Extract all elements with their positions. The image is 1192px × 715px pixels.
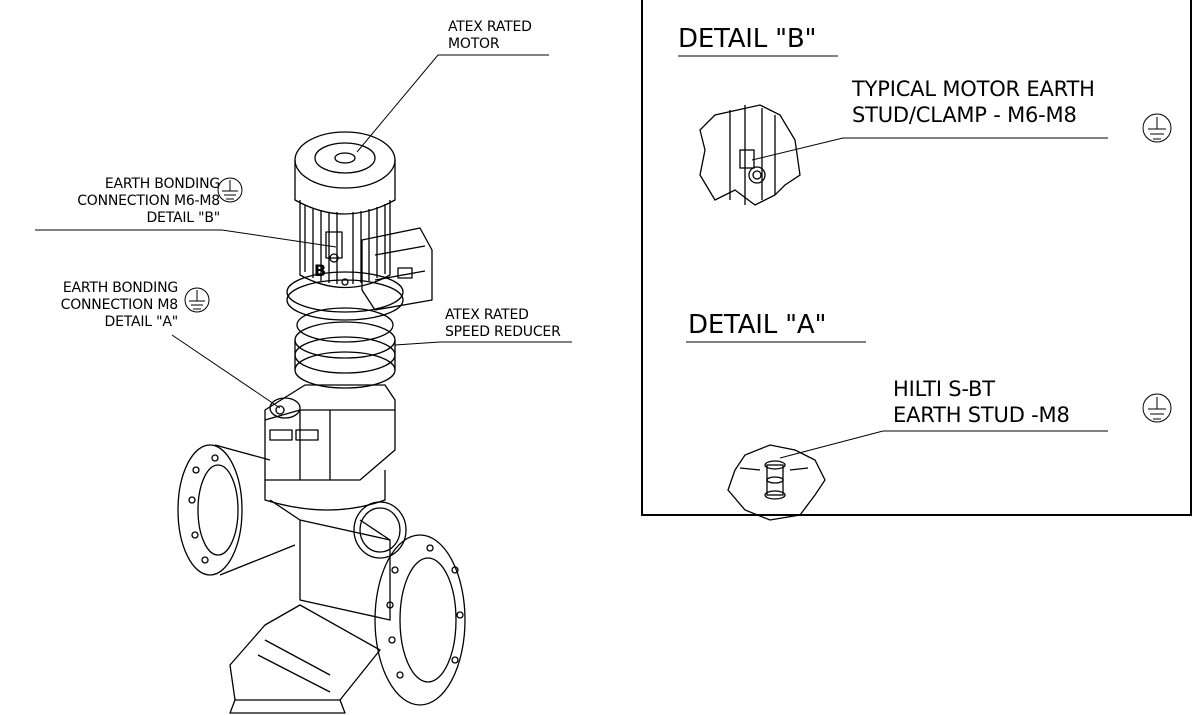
earth-ground-icon: [184, 287, 210, 313]
pump-body: [177, 444, 466, 714]
detail-a-leader: [779, 430, 1108, 459]
motor-label: ATEX RATED MOTOR: [448, 19, 532, 52]
detail-a-sketch: [727, 444, 826, 521]
speed-reducer-label: ATEX RATED SPEED REDUCER: [445, 307, 561, 340]
detail-b-sketch: [699, 104, 801, 206]
detail-b-marker: B: [314, 261, 326, 280]
earth-bonding-a-label: EARTH BONDING CONNECTION M8 DETAIL "A": [60, 280, 179, 330]
motor-leader: [356, 54, 549, 153]
detail-frame: [641, 0, 1192, 516]
detail-b-description: TYPICAL MOTOR EARTH STUD/CLAMP - M6-M8: [852, 77, 1095, 127]
detail-b-title: DETAIL "B": [678, 24, 817, 54]
speed-reducer: [264, 307, 396, 481]
detail-a-description: HILTI S-BT EARTH STUD -M8: [893, 377, 1070, 427]
earth-b-leader: [35, 229, 337, 248]
earth-ground-icon: [1142, 393, 1172, 423]
reducer-leader: [394, 341, 572, 346]
earth-a-leader: [171, 334, 281, 409]
earth-ground-icon: [1142, 113, 1172, 143]
detail-a-title: DETAIL "A": [688, 310, 827, 340]
earth-bonding-b-label: EARTH BONDING CONNECTION M6-M8 DETAIL "B…: [77, 176, 220, 226]
earth-ground-icon: [217, 177, 243, 203]
motor: [294, 131, 433, 311]
detail-b-leader: [751, 137, 1108, 161]
